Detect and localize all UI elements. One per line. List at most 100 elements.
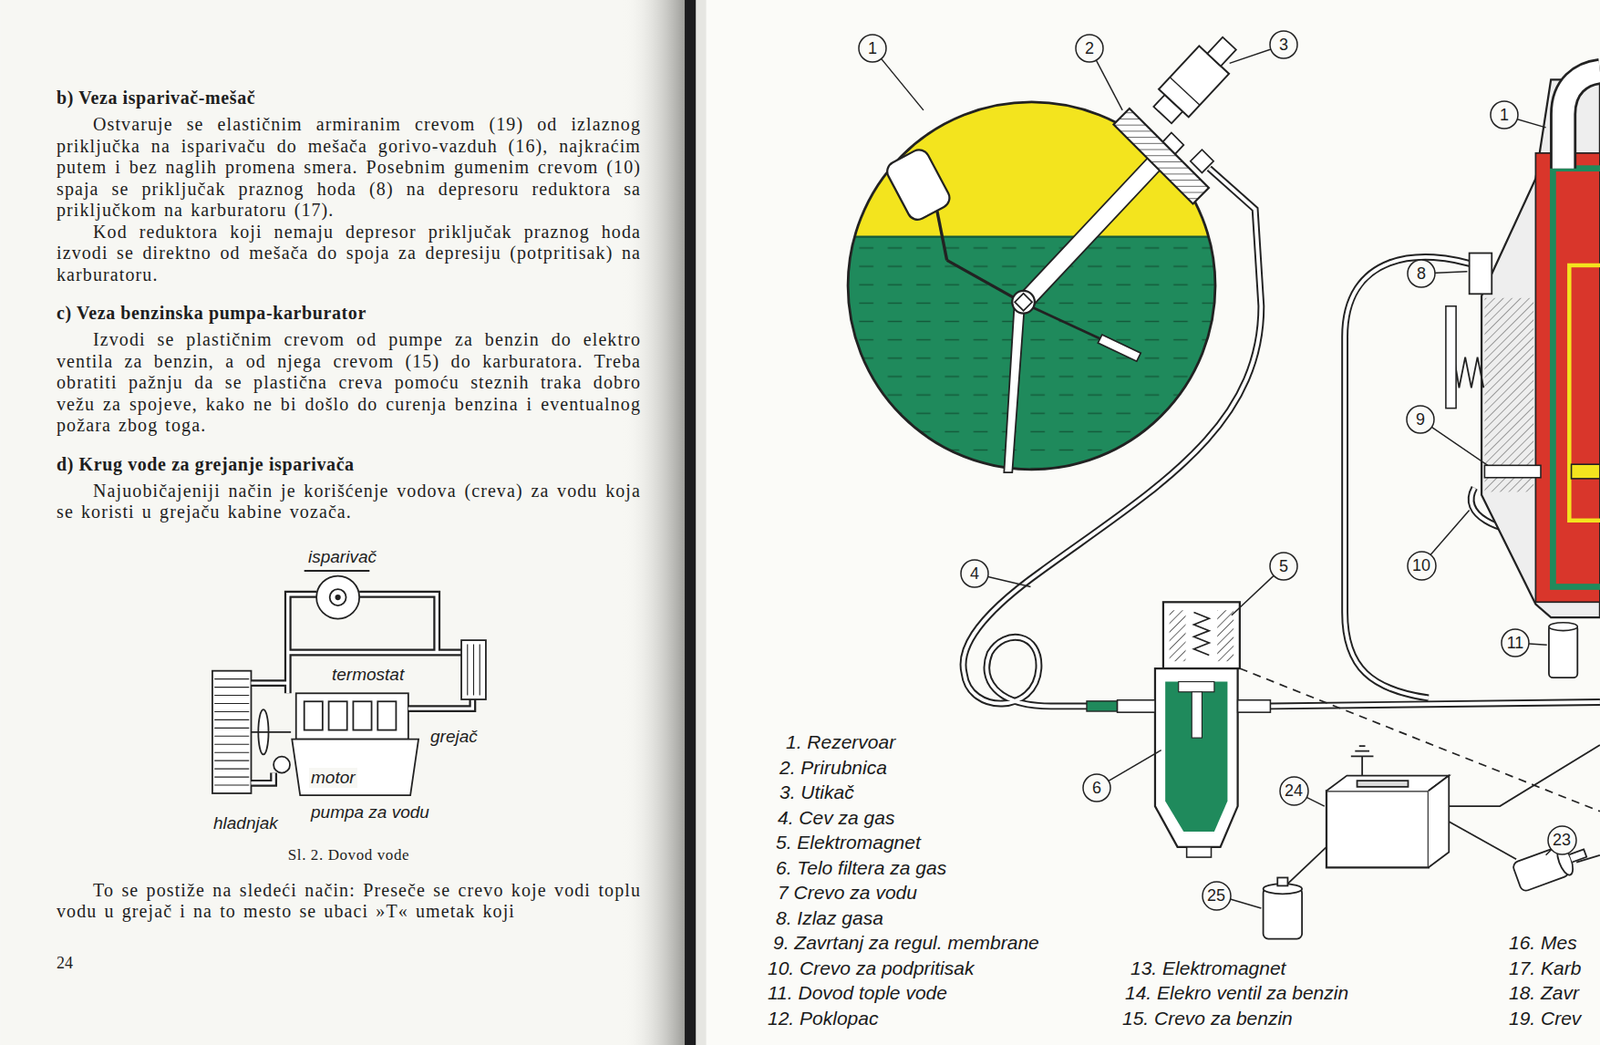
part-list-item: 14. Elekro ventil za benzin [1125, 981, 1349, 1004]
electrics [1569, 848, 1587, 862]
figure-label: grejač [428, 726, 480, 747]
callout-number: 1 [1489, 100, 1519, 130]
callout-number: 4 [960, 558, 990, 589]
callout-number: 9 [1405, 404, 1435, 434]
gas-pipe [1086, 701, 1118, 712]
gas-pipe [1269, 701, 1600, 706]
gas-filter [1155, 668, 1239, 847]
part-list-item: 18. Zavr [1508, 981, 1580, 1004]
reducer [1484, 464, 1541, 477]
level-gauge [947, 259, 1024, 303]
part-list-item: 4. Cev za gas [777, 806, 895, 829]
level-gauge [1011, 290, 1035, 314]
gas-filter [1117, 700, 1156, 713]
reducer [1552, 168, 1600, 588]
paragraph: Najuobičajeniji način je korišćenje vodo… [56, 480, 641, 524]
page-number: 24 [56, 952, 73, 973]
heater [467, 643, 480, 695]
callout-number: 2 [1074, 33, 1105, 63]
callout-circle [1490, 101, 1518, 129]
engine [377, 701, 396, 730]
callout-text: 5 [1269, 551, 1299, 581]
reducer [1569, 265, 1600, 521]
callout-text: 3 [1269, 30, 1299, 60]
part-list-item: 8. Izlaz gasa [775, 907, 884, 930]
callout-text: 10 [1406, 550, 1437, 581]
electrics [1448, 744, 1600, 806]
part-list-item: 16. Mes [1508, 931, 1578, 954]
callout-text: 11 [1500, 628, 1530, 658]
level-gauge [1169, 77, 1200, 106]
callout-circle [1407, 259, 1435, 288]
reducer [1484, 298, 1534, 493]
gas-pipe [962, 168, 1261, 707]
part-list-item: 19. Crev [1508, 1007, 1581, 1030]
paragraph: Kod reduktora koji nemaju depresor prikl… [56, 221, 641, 287]
level-gauge [883, 145, 953, 223]
gas-filter [1191, 691, 1202, 738]
evaporator [316, 575, 360, 619]
figure: isparivačtermostatgrejačmotorhladnjakpum… [56, 545, 641, 842]
callout-text: 6 [1082, 773, 1112, 803]
fuel-tank [847, 102, 1216, 470]
part-list-item: 1. Rezervoar [785, 731, 896, 754]
reducer [1563, 71, 1600, 168]
section-heading: c) Veza benzinska pumpa-karburator [56, 301, 641, 324]
callout-circle [1406, 405, 1435, 434]
gas-pipe [962, 168, 1261, 707]
callout-text: 8 [1406, 258, 1436, 289]
reducer [1481, 79, 1600, 618]
radiator [250, 730, 291, 733]
paragraph: Ostvaruje se elastičnim armiranim crevom… [56, 113, 641, 222]
engine [273, 692, 419, 795]
gas-filter [1163, 601, 1240, 669]
reducer [1445, 306, 1456, 409]
callout-circle [1202, 881, 1231, 910]
fuel-tank [836, 236, 1225, 238]
figure-label: pumpa za vodu [309, 802, 432, 823]
heater [461, 640, 486, 700]
callout-circle [1269, 552, 1298, 580]
engine [304, 701, 323, 730]
callout-text: 24 [1279, 775, 1310, 806]
part-list-item: 7 Crevo za vodu [777, 881, 918, 904]
callout-text: 1 [857, 33, 888, 63]
callout-number: 1 [857, 33, 888, 63]
electrics [1326, 790, 1429, 868]
electrics [1351, 745, 1374, 775]
evaporator [304, 569, 371, 619]
engine [291, 738, 419, 795]
figure-label: hladnjak [211, 813, 280, 834]
reducer [1445, 71, 1600, 678]
callout-circle [1280, 776, 1309, 806]
electrics [1263, 744, 1600, 940]
callout-number: 10 [1406, 550, 1437, 581]
reducer [1571, 464, 1600, 479]
page-ground [684, 0, 696, 1045]
callout-number: 24 [1279, 775, 1310, 806]
level-gauge [1147, 29, 1245, 129]
text-column: b) Veza isparivač-mešačOstvaruje se elas… [56, 86, 641, 923]
callout-number: 11 [1500, 628, 1530, 658]
part-list-item: 15. Crevo za benzin [1122, 1007, 1293, 1030]
callout-text: 2 [1074, 33, 1105, 63]
radiator [212, 670, 252, 793]
callout-number: 23 [1547, 825, 1578, 856]
paragraph: Izvodi se plastičnim crevom od pumpe za … [56, 329, 641, 437]
page-ground [695, 0, 706, 1045]
electrics [1357, 780, 1409, 787]
reducer [1548, 624, 1578, 678]
callout-circle [1083, 774, 1111, 802]
section-heading: b) Veza isparivač-mešač [56, 86, 641, 109]
paragraph: To se postiže na sledeći način: Preseče … [56, 879, 641, 923]
callout-circle [1075, 34, 1104, 62]
reducer [1548, 622, 1578, 631]
level-gauge [1014, 293, 1033, 311]
reducer [1469, 253, 1493, 295]
part-list-item: 5. Elektromagnet [775, 831, 921, 854]
callout-circle [1269, 30, 1298, 59]
callout-circle [1407, 551, 1436, 580]
page-ground [0, 0, 686, 1045]
